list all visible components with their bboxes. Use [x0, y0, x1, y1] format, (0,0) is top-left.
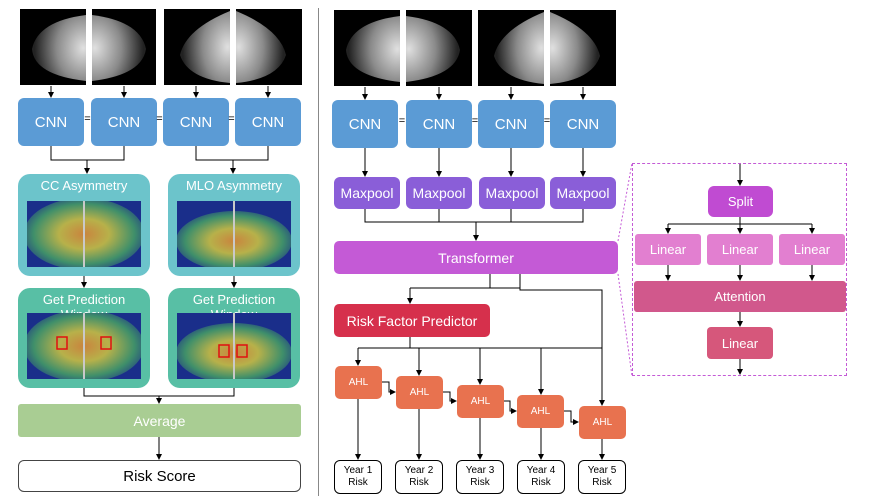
panel-divider [318, 8, 319, 496]
mlo-asymmetry-title: MLO Asymmetry [185, 178, 283, 193]
cc-asymmetry-title: CC Asymmetry [40, 178, 128, 193]
attention-detail-frame [632, 163, 847, 376]
ahl-block-3: AHL [457, 385, 504, 418]
linear-block-k: Linear [707, 234, 773, 265]
cc-asymmetry-panel: CC Asymmetry [18, 174, 150, 276]
maxpool-block-2: Maxpool [406, 177, 472, 209]
risk-factor-predictor-block: Risk Factor Predictor [334, 304, 490, 337]
ahl-block-4: AHL [517, 395, 564, 428]
cnn-block-r1: CNN [332, 100, 398, 148]
mlo-prediction-window-panel: Get Prediction Window [168, 288, 300, 388]
mlo-heatmap [177, 201, 291, 267]
mammogram-2 [406, 10, 472, 86]
cnn-block-4: CNN [235, 98, 301, 146]
cnn-block-1: CNN [18, 98, 84, 146]
cnn-block-r4: CNN [550, 100, 616, 148]
mammogram-cc-left [92, 9, 156, 85]
ahl-block-1: AHL [335, 366, 382, 399]
linear-output-block: Linear [707, 327, 773, 359]
weight-sharing-symbol: = [156, 113, 163, 125]
ahl-block-5: AHL [579, 406, 626, 439]
cc-window-heatmap [27, 313, 141, 379]
linear-block-q: Linear [635, 234, 701, 265]
cnn-block-r3: CNN [478, 100, 544, 148]
ahl-block-2: AHL [396, 376, 443, 409]
mammogram-mlo-right [164, 9, 230, 85]
weight-sharing-symbol: = [471, 115, 479, 127]
mammogram-4 [550, 10, 616, 86]
cc-heatmap [27, 201, 141, 267]
mammogram-3 [478, 10, 544, 86]
maxpool-block-4: Maxpool [550, 177, 616, 209]
mammogram-cc-right [20, 9, 86, 85]
maxpool-block-3: Maxpool [479, 177, 545, 209]
mammogram-mlo-left [236, 9, 302, 85]
average-block: Average [18, 404, 301, 437]
mlo-asymmetry-panel: MLO Asymmetry [168, 174, 300, 276]
cnn-block-2: CNN [91, 98, 157, 146]
split-block: Split [708, 186, 773, 217]
linear-block-v: Linear [779, 234, 845, 265]
attention-block: Attention [634, 281, 846, 312]
weight-sharing-symbol: = [228, 113, 235, 125]
transformer-block: Transformer [334, 241, 618, 274]
cnn-block-r2: CNN [406, 100, 472, 148]
risk-score-box: Risk Score [18, 460, 301, 492]
maxpool-block-1: Maxpool [334, 177, 400, 209]
cnn-block-3: CNN [163, 98, 229, 146]
weight-sharing-symbol: = [84, 113, 91, 125]
weight-sharing-symbol: = [543, 115, 551, 127]
mlo-window-heatmap [177, 313, 291, 379]
weight-sharing-symbol: = [398, 115, 406, 127]
mammogram-1 [334, 10, 400, 86]
cc-prediction-window-panel: Get Prediction Window [18, 288, 150, 388]
